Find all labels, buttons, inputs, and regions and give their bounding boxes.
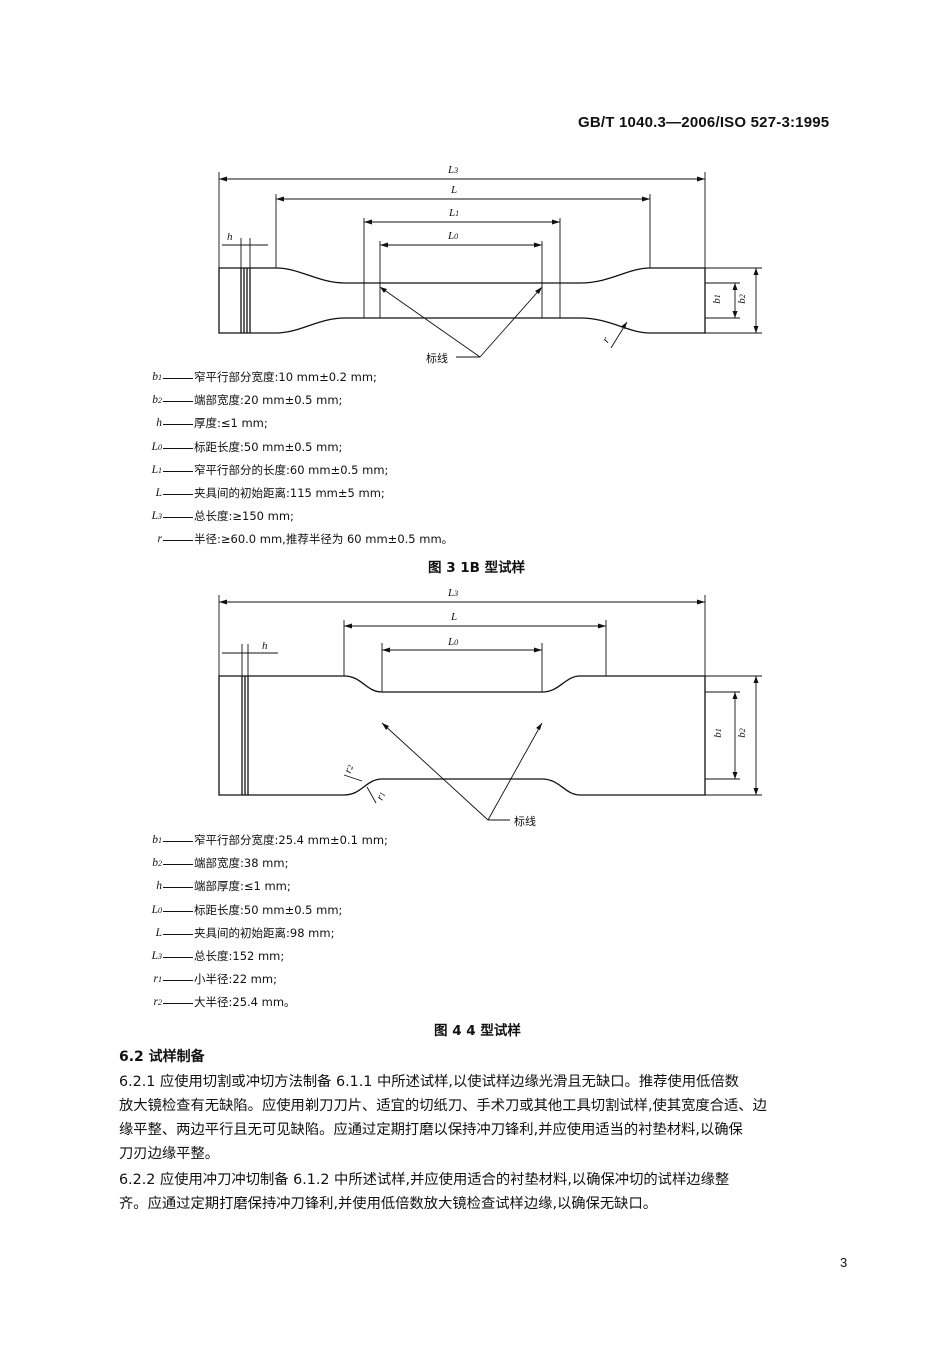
legend-text: 窄平行部分的长度:60 mm±0.5 mm; (194, 462, 389, 477)
legend-dash (163, 933, 193, 935)
fig4-dim-L: L (451, 611, 458, 623)
legend-dash (163, 540, 193, 542)
paragraph-6-2-2: 6.2.2 应使用冲刀冲切制备 6.1.2 中所述试样,并应使用适合的衬垫材料,… (119, 1168, 729, 1216)
legend-dash (163, 401, 193, 403)
legend-symbol: L0 (151, 440, 162, 453)
legend-text: 总长度:152 mm; (194, 949, 285, 963)
legend-symbol: L3 (151, 510, 162, 523)
legend-dash (163, 494, 193, 495)
paragraph-line: 6.2.2 应使用冲刀冲切制备 6.1.2 中所述试样,并应使用适合的衬垫材料,… (119, 1172, 730, 1188)
legend-dash (163, 980, 193, 982)
legend-symbol: L1 (151, 463, 162, 476)
fig3-caption: 图 3 1B 型试样 (428, 560, 526, 576)
legend-dash (163, 378, 193, 379)
legend-text: 窄平行部分宽度:10 mm±0.2 mm; (194, 370, 377, 384)
legend-symbol: b1 (152, 371, 162, 383)
legend-dash (163, 910, 193, 912)
legend-text: 端部厚度:≤1 mm; (194, 879, 291, 894)
fig4-dim-b2: b2 (735, 728, 748, 738)
legend-dash (163, 887, 193, 889)
legend-symbol: h (156, 417, 162, 430)
fig4-gauge-label: 标线 (514, 815, 536, 828)
fig3-dim-h: h (227, 231, 233, 243)
legend-symbol: L3 (151, 950, 162, 962)
fig4-dim-L0: L0 (448, 636, 459, 648)
legend-symbol: r (157, 533, 162, 546)
legend-dash (163, 1003, 193, 1005)
legend-text: 端部宽度:20 mm±0.5 mm; (194, 393, 343, 408)
legend-symbol: r1 (153, 973, 162, 986)
legend-text: 端部宽度:38 mm; (194, 856, 289, 871)
fig3-dim-L0: L0 (448, 230, 459, 242)
legend-text: 标距长度:50 mm±0.5 mm; (194, 902, 343, 917)
legend-text: 半径:≥60.0 mm,推荐半径为 60 mm±0.5 mm。 (194, 532, 454, 547)
legend-symbol: b2 (152, 394, 162, 407)
standard-header: GB/T 1040.3—2006/ISO 527-3:1995 (578, 114, 830, 131)
legend-symbol: L (155, 487, 162, 499)
legend-symbol: h (156, 880, 162, 893)
page-number: 3 (840, 1255, 848, 1270)
fig4-dim-b1: b1 (711, 728, 724, 738)
legend-dash (163, 447, 193, 449)
legend-symbol: L0 (151, 903, 162, 916)
fig3-dim-L3: L3 (448, 164, 459, 176)
fig4-caption: 图 4 4 型试样 (434, 1023, 521, 1039)
paragraph-line: 缘平整、两边平行且无可见缺陷。应通过定期打磨以保持冲刀锋利,并应使用适当的衬垫材… (119, 1122, 743, 1138)
paragraph-line: 刀刃边缘平整。 (119, 1146, 220, 1162)
legend-dash (163, 424, 193, 426)
fig4-dim-h: h (262, 640, 268, 652)
paragraph-6-2-1: 6.2.1 应使用切割或冲切方法制备 6.1.1 中所述试样,以使试样边缘光滑且… (119, 1070, 767, 1166)
fig4-specimen-outline (218, 675, 706, 796)
legend-dash (163, 957, 193, 958)
paragraph-line: 6.2.1 应使用切割或冲切方法制备 6.1.1 中所述试样,以使试样边缘光滑且… (119, 1074, 739, 1090)
legend-text: 大半径:25.4 mm。 (194, 995, 296, 1010)
paragraph-line: 放大镜检查有无缺陷。应使用剃刀刀片、适宜的切纸刀、手术刀或其他工具切割试样,使其… (119, 1098, 767, 1114)
fig4-dim-L3: L3 (448, 587, 459, 599)
legend-dash (163, 841, 193, 842)
legend-text: 总长度:≥150 mm; (194, 509, 294, 524)
legend-symbol: L (155, 926, 162, 939)
fig3-dim-L1: L1 (449, 207, 460, 219)
legend-text: 夹具间的初始距离:98 mm; (194, 925, 335, 940)
legend-text: 窄平行部分宽度:25.4 mm±0.1 mm; (194, 833, 388, 847)
legend-dash (163, 470, 193, 472)
fig4-legend: b1 窄平行部分宽度:25.4 mm±0.1 mm; b2 端部宽度:38 mm; h 端… (0, 829, 950, 1019)
legend-symbol: b2 (152, 857, 162, 870)
paragraph-line: 齐。应通过定期打磨保持冲刀锋利,并使用低倍数放大镜检查试样边缘,以确保无缺口。 (119, 1196, 658, 1212)
legend-text: 小半径:22 mm; (194, 972, 277, 987)
legend-dash (163, 864, 193, 866)
section-heading: 6.2 试样制备 (119, 1049, 205, 1065)
legend-text: 厚度:≤1 mm; (194, 416, 268, 431)
fig3-legend: b1 窄平行部分宽度:10 mm±0.2 mm; b2 端部宽度:20 mm±0.5 … (0, 366, 950, 556)
legend-text: 标距长度:50 mm±0.5 mm; (194, 439, 343, 454)
legend-symbol: b1 (152, 834, 162, 846)
fig3-dim-L: L (451, 184, 458, 196)
legend-dash (163, 517, 193, 519)
legend-text: 夹具间的初始距离:115 mm±5 mm; (194, 486, 385, 500)
fig3-gauge-label: 标线 (426, 352, 448, 365)
legend-symbol: r2 (153, 996, 162, 1009)
